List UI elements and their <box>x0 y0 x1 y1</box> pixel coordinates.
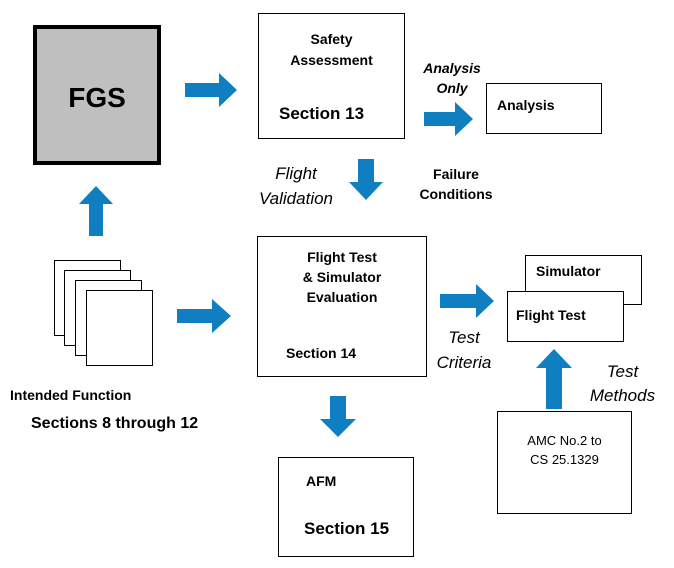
safety-section-label: Section 13 <box>279 104 365 123</box>
afm-section: Section 15 <box>304 519 390 538</box>
flight-test-box <box>507 291 624 342</box>
intended-function-sections: Sections 8 through 12 <box>31 415 199 432</box>
simulator-label: Simulator <box>536 263 601 279</box>
arrow-safety-to-flight-test <box>349 159 383 200</box>
flight-test-sim-line3: Evaluation <box>306 289 378 305</box>
flight-validation-line1: Flight <box>275 164 317 183</box>
safety-assessment-line1: Safety <box>310 31 353 47</box>
flight-test-label: Flight Test <box>516 307 586 323</box>
fgs-box: FGS <box>33 25 161 165</box>
flight-test-sim-line1: Flight Test <box>307 249 377 265</box>
test-methods-line1: Test <box>606 362 639 381</box>
arrow-safety-to-analysis <box>424 102 473 136</box>
arrow-intended-to-fgs <box>79 186 113 236</box>
amc-line1: AMC No.2 to <box>527 433 602 448</box>
afm-label: AFM <box>306 473 337 489</box>
amc-box <box>497 411 632 514</box>
fgs-label: FGS <box>68 82 126 113</box>
arrow-intended-to-flight-test <box>177 299 231 333</box>
analysis-only-line2: Only <box>436 80 468 96</box>
afm-box <box>278 457 414 557</box>
arrow-fgs-to-safety <box>185 73 237 107</box>
flight-test-simulator-box <box>257 236 427 377</box>
test-criteria-line2: Criteria <box>436 353 492 372</box>
failure-conditions-line2: Conditions <box>419 186 493 202</box>
intended-function-label: Intended Function <box>10 387 132 403</box>
amc-line2: CS 25.1329 <box>530 452 599 467</box>
flight-test-sim-line2: & Simulator <box>302 269 382 285</box>
analysis-label: Analysis <box>497 97 555 113</box>
document-page-4 <box>86 290 153 366</box>
flight-test-sim-section: Section 14 <box>286 345 357 361</box>
test-methods-line2: Methods <box>589 386 656 405</box>
failure-conditions-line1: Failure <box>433 166 479 182</box>
arrow-flight-test-to-test-box <box>440 284 494 318</box>
test-criteria-line1: Test <box>448 328 480 347</box>
arrow-amc-to-test-box <box>536 349 572 409</box>
safety-assessment-line2: Assessment <box>290 52 373 68</box>
arrow-flight-test-to-afm <box>320 396 356 437</box>
flight-validation-line2: Validation <box>258 189 334 208</box>
analysis-box <box>486 83 602 134</box>
analysis-only-line1: Analysis <box>423 60 481 76</box>
safety-assessment-box <box>258 13 405 139</box>
